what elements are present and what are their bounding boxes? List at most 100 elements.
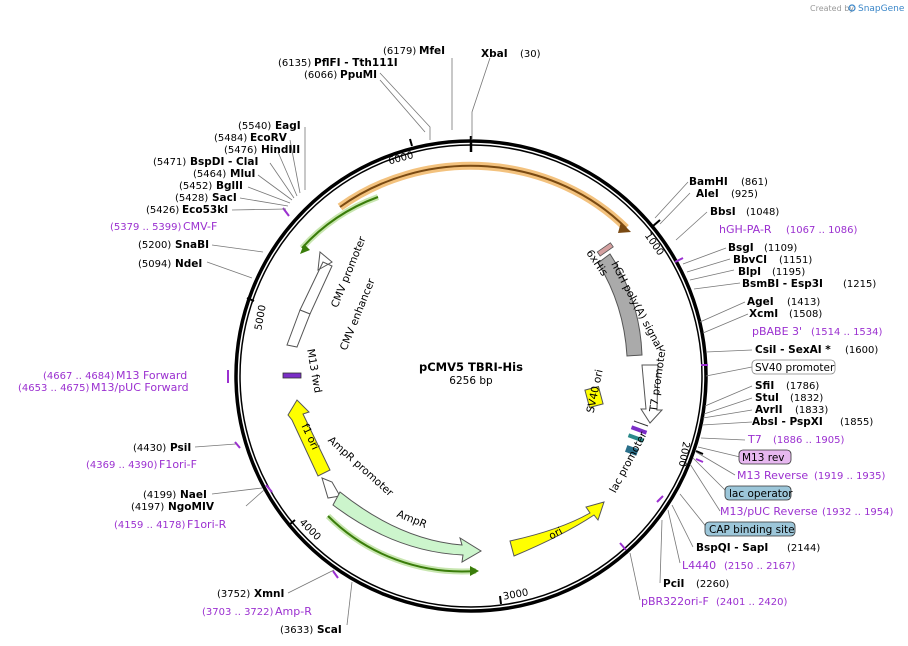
feature-lac-operator[interactable]: lac operator [729,488,793,500]
site-scai-pos: (3633) [280,625,313,636]
site-sfii[interactable]: SfiI [755,380,774,392]
feature-m13-rev-box [738,449,792,465]
tick-3000: 3000 [502,587,529,602]
site-psii[interactable]: PsiI [170,442,191,454]
site-ngomiv-pos: (4197) [131,502,164,513]
tick-4000-mark [288,519,296,526]
site-ngomiv[interactable]: NgoMIV [168,501,215,513]
cmv-promoter-arrow [299,251,333,315]
site-bglii[interactable]: BglII [216,180,243,192]
site-ppumi-pos: (6066) [304,70,337,81]
ampr-arrow [332,491,482,563]
site-stui[interactable]: StuI [755,392,779,404]
plasmid-size: 6256 bp [449,375,493,387]
site-ppumi[interactable]: PpuMI [340,69,377,81]
feature-cap-binding-site[interactable]: CAP binding site [709,524,795,536]
site-xmni-pos: (3752) [217,589,250,600]
site-xmni[interactable]: XmnI [254,588,284,600]
insert-arrow-icon [618,222,631,233]
site-ecorv[interactable]: EcoRV [250,132,288,144]
plasmid-name: pCMV5 TBRI-His [419,360,523,374]
green-arc-bottom [327,515,477,573]
primer-l4440[interactable]: L4440 [682,559,716,572]
site-avrii[interactable]: AvrII [755,404,783,416]
site-avrii-pos: (1833) [795,405,828,416]
site-xcmi[interactable]: XcmI [749,308,778,320]
site-eagi-pos: (5540) [238,121,271,132]
primer-pbabe3[interactable]: pBABE 3' [752,325,802,338]
site-csii-pos: (1600) [845,345,878,356]
site-ndei-pos: (5094) [138,259,171,270]
primer-m13puc-forward-pos: (4653 .. 4675) [18,383,90,394]
primer-m13puc-reverse[interactable]: M13/pUC Reverse [720,505,818,518]
site-bbsi[interactable]: BbsI [710,206,736,218]
feature-ori: ori [547,525,565,542]
site-hindiii-pos: (5476) [224,145,257,156]
site-bspdi[interactable]: BspDI - ClaI [190,156,258,168]
insert-arc [339,164,627,229]
site-scai[interactable]: ScaI [317,624,342,636]
site-eco53ki-pos: (5426) [146,205,179,216]
primer-m13puc-forward[interactable]: M13/pUC Forward [91,381,189,394]
tick-3000-mark [499,595,502,605]
site-naei-pos: (4199) [143,490,176,501]
site-pcii-pos: (2260) [696,579,729,590]
site-mlui[interactable]: MluI [230,168,255,180]
site-bsmbi[interactable]: BsmBI - Esp3I [742,278,823,290]
cmv-enhancer-arrow [286,309,311,348]
site-bsgi[interactable]: BsgI [728,242,754,254]
site-labels-left: (6179) MfeI XbaI (30) (6135) PflFI - Tth… [18,45,541,636]
primer-cmv-f[interactable]: CMV-F [183,220,217,233]
ori-arrow [509,501,605,557]
site-eco53ki[interactable]: Eco53kI [182,204,228,216]
brand-name: SnapGene [858,4,905,14]
f1-ori-arrow [287,399,331,477]
tick-1000-mark [652,219,661,227]
lac-mark-1 [630,425,648,435]
primer-f1ori-r[interactable]: F1ori-R [187,518,227,531]
site-mfei[interactable]: MfeI [419,45,445,57]
site-snabi[interactable]: SnaBI [175,239,209,251]
primer-amp-r-pos: (3703 .. 3722) [202,607,274,618]
site-agei[interactable]: AgeI [747,296,774,308]
site-absi[interactable]: AbsI - PspXI [752,416,823,428]
site-xbai[interactable]: XbaI [481,48,508,60]
site-naei[interactable]: NaeI [180,489,207,501]
tick-5000: 5000 [253,304,268,331]
primer-m13-reverse-pos: (1919 .. 1935) [814,471,886,482]
site-ndei[interactable]: NdeI [175,258,202,270]
site-psii-pos: (4430) [133,443,166,454]
primer-hgh-pa-r[interactable]: hGH-PA-R [719,223,772,236]
primer-pbr322ori-f[interactable]: pBR322ori-F [641,595,709,608]
primer-f1ori-f[interactable]: F1ori-F [159,458,197,471]
primer-t7[interactable]: T7 [747,433,762,446]
site-bamhi[interactable]: BamHI [689,176,728,188]
primer-pbabe3-pos: (1514 .. 1534) [811,327,883,338]
site-eagi[interactable]: EagI [275,120,301,132]
site-blpi[interactable]: BlpI [738,266,761,278]
site-pcii[interactable]: PciI [663,578,684,590]
green-arc-top [301,196,379,249]
primer-m13-reverse[interactable]: M13 Reverse [737,469,808,482]
site-hindiii[interactable]: HindIII [261,144,300,156]
site-alei[interactable]: AleI [696,188,719,200]
site-saci[interactable]: SacI [212,192,237,204]
ampr-promoter-arrow [321,477,341,499]
primer-amp-r[interactable]: Amp-R [275,605,312,618]
feature-sv40-promoter[interactable]: SV40 promoter [755,362,835,374]
site-bglii-pos: (5452) [179,181,212,192]
primer-m13puc-reverse-pos: (1932 .. 1954) [822,507,894,518]
site-bspqi-pos: (2144) [787,543,820,554]
site-mfei-pos: (6179) [383,46,416,57]
site-csii[interactable]: CsiI - SexAI * [755,344,831,356]
site-bbvci[interactable]: BbvCI [733,254,767,266]
site-pflfi[interactable]: PflFI - Tth111I [314,57,398,69]
site-bbsi-pos: (1048) [746,207,779,218]
primer-m13-forward[interactable]: M13 Forward [116,369,187,382]
feature-m13-rev[interactable]: M13 rev [742,452,785,464]
lac-mark-3 [624,445,639,456]
site-stui-pos: (1832) [790,393,823,404]
t7-mark [633,420,649,427]
site-bspqi[interactable]: BspQI - SapI [696,542,768,554]
